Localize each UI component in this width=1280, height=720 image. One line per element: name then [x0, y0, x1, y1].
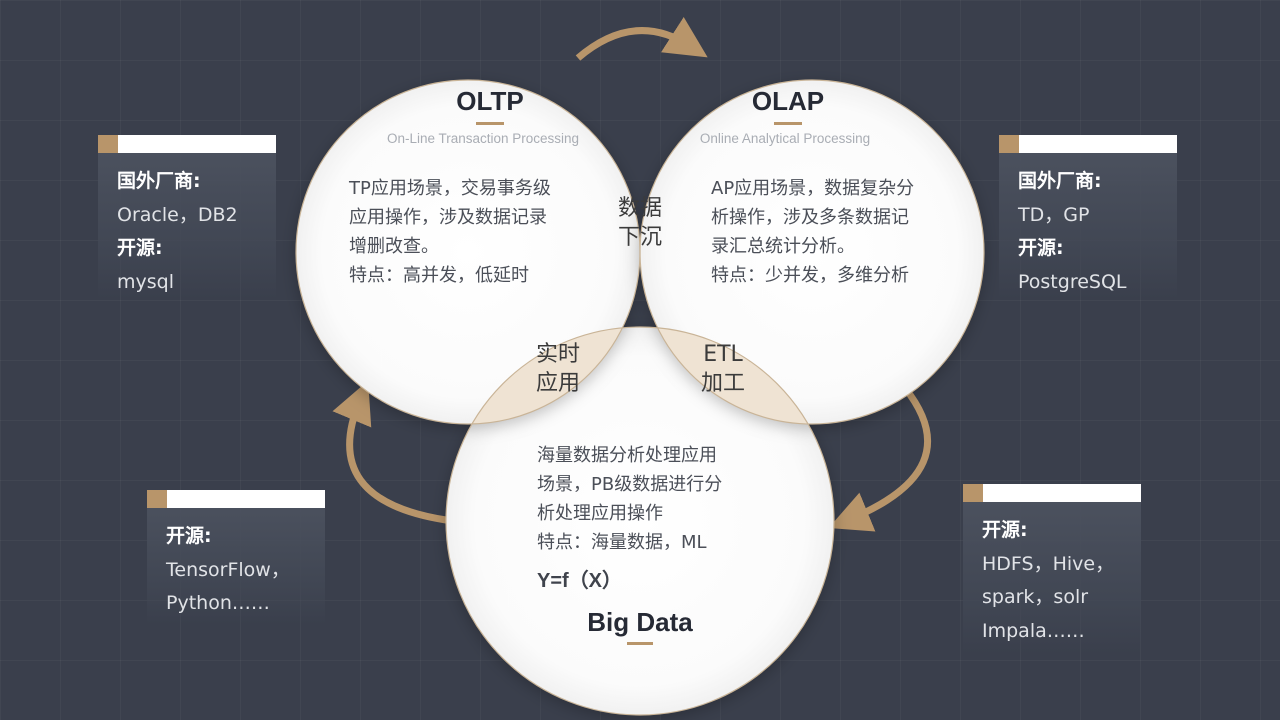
bigdata-line: 海量数据分析处理应用: [537, 445, 717, 466]
card-heading: 开源:: [166, 525, 212, 547]
oltp-line: 增删改查。: [349, 236, 439, 257]
card-heading: 开源:: [1018, 237, 1064, 259]
card-text: Python……: [166, 592, 270, 614]
circle-oltp: [296, 80, 640, 424]
bigdata-line: 场景，PB级数据进行分: [537, 474, 723, 495]
oltp-title-underline: [476, 122, 504, 125]
oltp-title: OLTP: [456, 86, 524, 116]
card-text: HDFS，Hive，: [982, 552, 1115, 575]
olap-line: 录汇总统计分析。: [711, 236, 855, 257]
card-text: TD，GP: [1018, 203, 1090, 226]
card-text: mysql: [117, 270, 174, 293]
bigdata-line: 特点：海量数据，ML: [537, 532, 707, 553]
overlap-label-oltp-bigdata: 实时 应用: [535, 342, 580, 396]
oltp-description: TP应用场景，交易事务级 应用操作，涉及数据记录 增删改查。 特点：高并发，低延…: [349, 174, 551, 290]
card-heading: 国外厂商:: [1018, 170, 1102, 192]
olap-description: AP应用场景，数据复杂分 析操作，涉及多条数据记 录汇总统计分析。 特点：少并发…: [711, 174, 914, 290]
olap-title: OLAP: [751, 86, 825, 116]
oltp-line: TP应用场景，交易事务级: [349, 178, 551, 199]
arrow-bigdata-to-oltp: [332, 380, 447, 524]
card-bigdata-tools: 开源: HDFS，Hive， spark，solr Impala……: [963, 484, 1141, 654]
card-heading: 开源:: [117, 237, 163, 259]
bigdata-line: 析处理应用操作: [537, 503, 663, 524]
circle-olap: [640, 80, 984, 424]
olap-line: AP应用场景，数据复杂分: [711, 178, 915, 199]
bigdata-title-underline: [627, 642, 653, 645]
bigdata-formula: Y=f（X）: [537, 570, 623, 592]
overlap-label-oltp-olap: 数据 下沉: [617, 196, 662, 250]
olap-line: 特点：少并发，多维分析: [711, 265, 909, 286]
card-olap-vendors: 国外厂商: TD，GP 开源: PostgreSQL: [999, 135, 1177, 300]
card-heading: 开源:: [982, 519, 1028, 541]
bigdata-title: Big Data: [587, 607, 693, 637]
card-realtime-tools: 开源: TensorFlow， Python……: [147, 490, 325, 625]
circle-big-data: [446, 327, 834, 715]
olap-title-underline: [774, 122, 802, 125]
card-text: Oracle，DB2: [117, 203, 238, 226]
card-text: TensorFlow，: [166, 558, 290, 581]
arrow-oltp-to-olap: [575, 16, 708, 61]
oltp-line: 应用操作，涉及数据记录: [349, 207, 547, 228]
oltp-subtitle: On-Line Transaction Processing: [386, 131, 580, 146]
card-oltp-vendors: 国外厂商: Oracle，DB2 开源: mysql: [98, 135, 276, 300]
card-text: spark，solr: [982, 586, 1089, 608]
bigdata-description: 海量数据分析处理应用 场景，PB级数据进行分 析处理应用操作 特点：海量数据，M…: [537, 441, 722, 557]
card-text: Impala……: [982, 619, 1085, 642]
overlap-label-olap-bigdata: ETL 加工: [700, 342, 745, 396]
card-text: PostgreSQL: [1018, 270, 1127, 293]
arrow-olap-to-bigdata: [828, 385, 932, 532]
card-heading: 国外厂商:: [117, 170, 201, 192]
olap-line: 析操作，涉及多条数据记: [711, 207, 909, 228]
oltp-line: 特点：高并发，低延时: [349, 265, 529, 286]
olap-subtitle: Online Analytical Processing: [699, 131, 871, 146]
